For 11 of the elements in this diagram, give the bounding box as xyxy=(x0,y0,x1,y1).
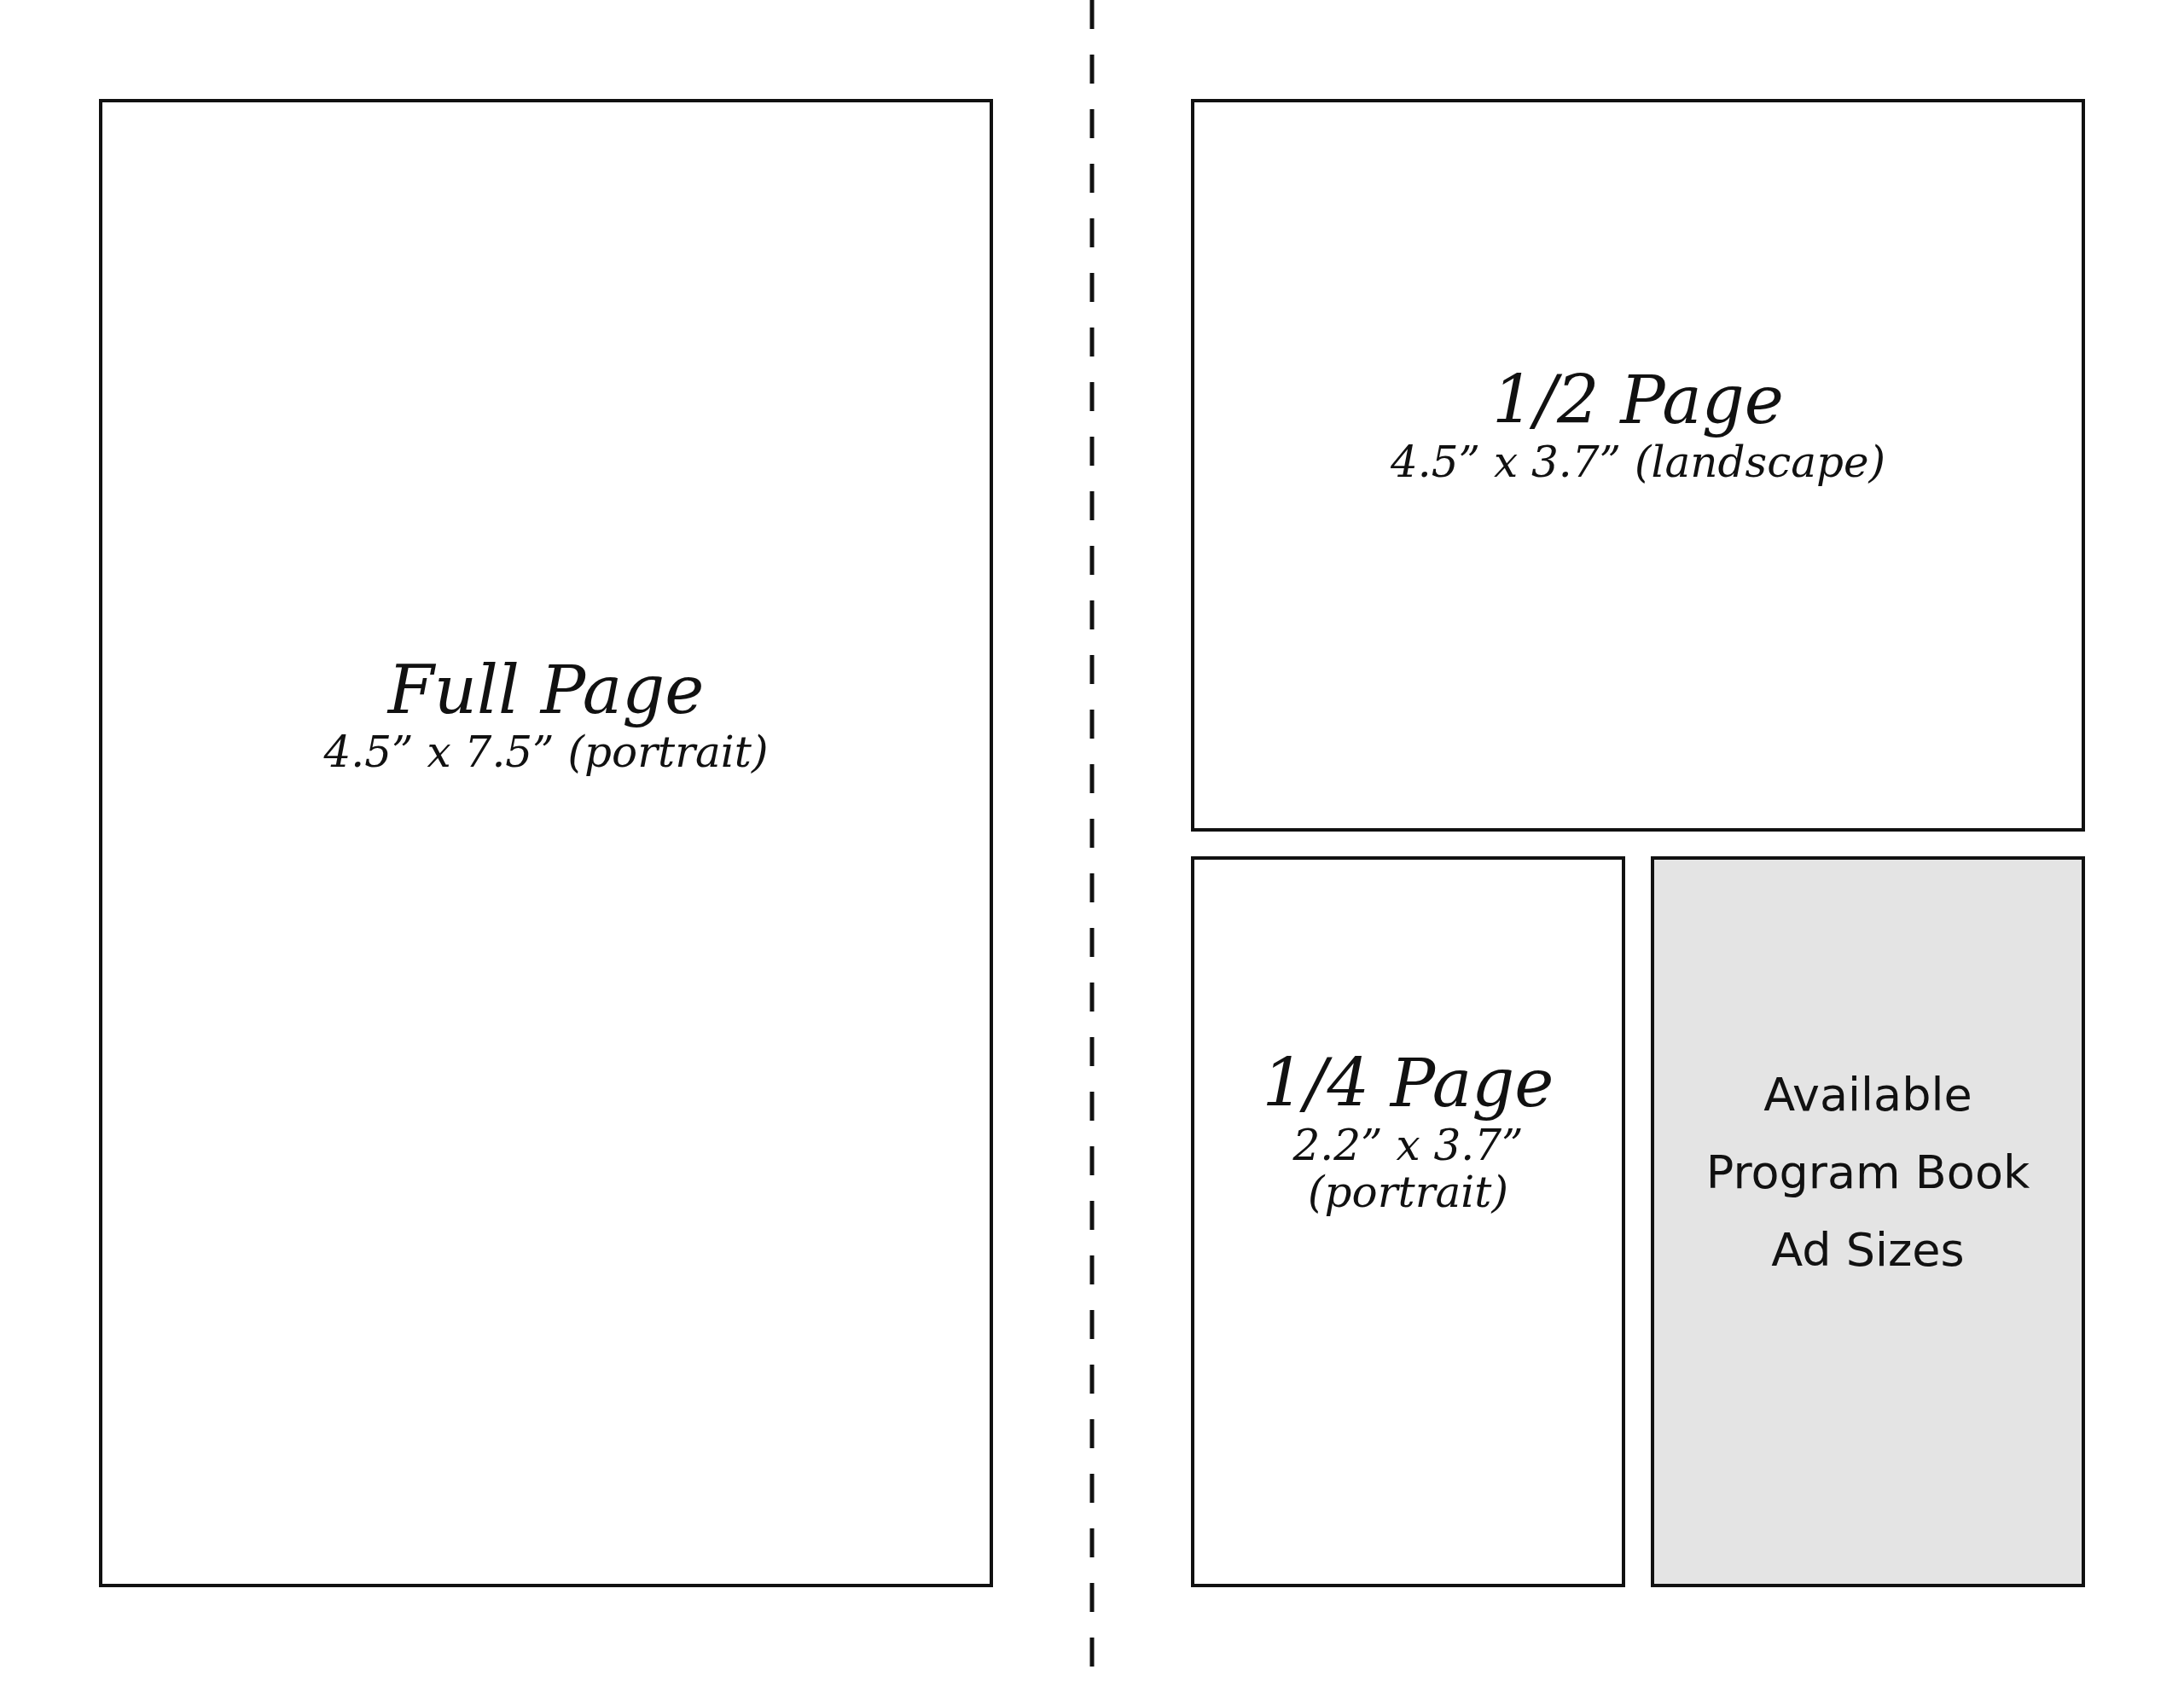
ad-size-box xyxy=(1191,856,1625,1587)
dimension-text: 4.5” x 3.7” (landscape) xyxy=(1390,438,1886,486)
ad-size-box xyxy=(1651,856,2085,1587)
ad-size-box xyxy=(1191,99,2085,832)
size-title: Full Page xyxy=(387,652,705,729)
size-title: 1/2 Page xyxy=(1492,362,1784,439)
ad-size-box xyxy=(99,99,993,1587)
size-title: 1/4 Page xyxy=(1262,1046,1554,1122)
note-text: Available Program Book Ad Sizes xyxy=(1705,1067,2031,1278)
dimension-text: 4.5” x 7.5” (portrait) xyxy=(323,728,769,776)
dimension-text: 2.2” x 3.7” (portrait) xyxy=(1292,1122,1524,1216)
